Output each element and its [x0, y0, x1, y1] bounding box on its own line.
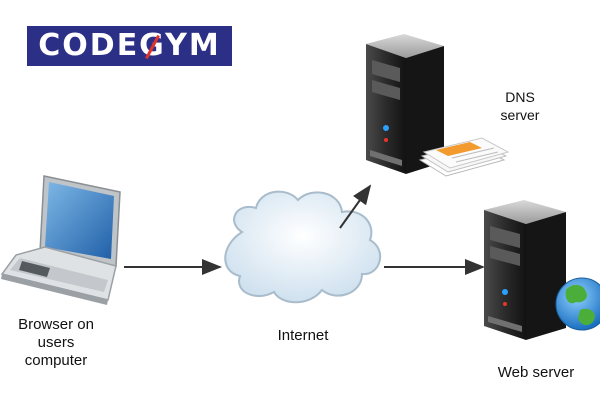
- globe-icon: [555, 277, 600, 331]
- browser-label-line1: Browser on: [18, 316, 94, 333]
- codegym-logo: CODEGYM: [27, 26, 232, 66]
- browser-label-line3: computer: [24, 352, 88, 369]
- arrow-internet-to-dns: [339, 184, 372, 229]
- logo-text: CODEGYM: [38, 28, 221, 63]
- documents-icon: [418, 137, 510, 177]
- cloud-icon: [224, 190, 381, 304]
- web-server-tower-icon: [484, 200, 566, 340]
- dns-label-line1: DNS: [505, 89, 535, 105]
- web-server-label: Web server: [497, 364, 575, 381]
- internet-label: Internet: [277, 327, 329, 344]
- browser-label: Browser on users computer: [6, 316, 106, 370]
- dns-label-line2: server: [500, 107, 540, 123]
- browser-label-line2: users: [37, 334, 75, 351]
- dns-server-tower-icon: [366, 34, 444, 174]
- dns-server-label: DNS server: [490, 88, 550, 124]
- laptop-icon: [0, 175, 121, 305]
